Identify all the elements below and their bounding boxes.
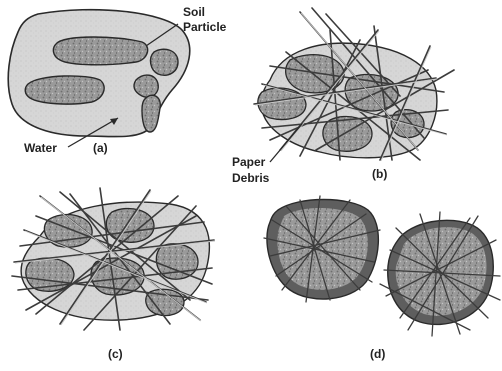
label-soil: Soil (183, 6, 205, 19)
panel-c-aggregate (12, 188, 215, 330)
granule (380, 212, 500, 336)
panel-a-soil-water (8, 10, 190, 147)
granule (264, 196, 380, 302)
panel-label-c: (c) (108, 348, 123, 361)
soil-particle (142, 95, 160, 132)
soil-particle (151, 49, 178, 75)
label-water: Water (24, 142, 57, 155)
panel-label-a: (a) (93, 142, 108, 155)
soil-particle (134, 75, 158, 97)
soil-particle (25, 76, 104, 104)
label-paper: Paper (232, 156, 265, 169)
panel-d-granules (264, 196, 500, 336)
label-particle: Particle (183, 21, 226, 34)
panel-b-paper-debris (254, 8, 454, 162)
panel-label-d: (d) (370, 348, 385, 361)
panel-label-b: (b) (372, 168, 387, 181)
soil-particle (53, 37, 147, 65)
label-debris: Debris (232, 172, 269, 185)
